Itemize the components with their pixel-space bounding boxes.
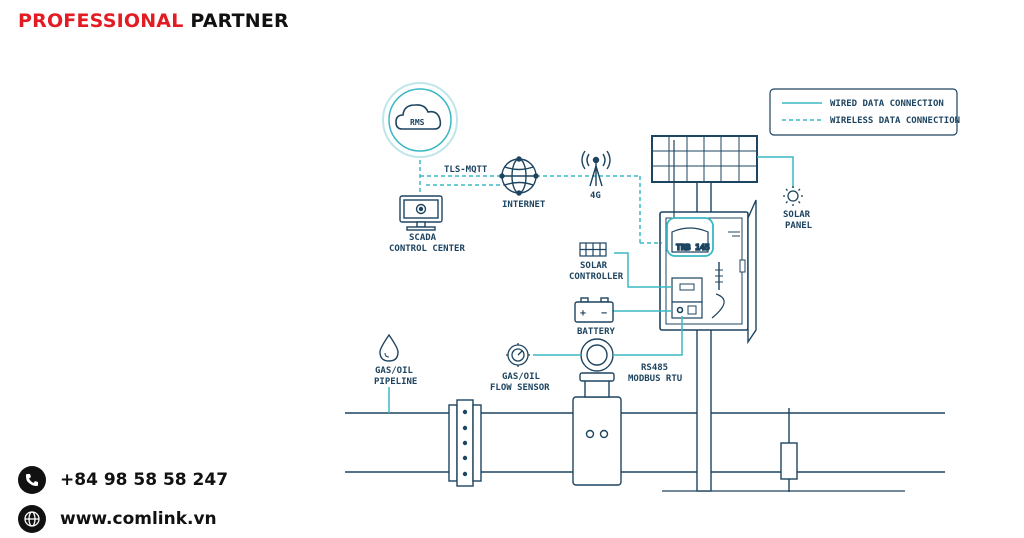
flow-meter xyxy=(572,338,622,486)
legend: WIRED DATA CONNECTION WIRELESS DATA CONN… xyxy=(769,88,960,136)
website-link[interactable]: www.comlink.vn xyxy=(60,509,217,529)
tls-label: TLS-MQTT xyxy=(444,165,488,175)
control-enclosure: TRB 145 xyxy=(659,140,757,345)
brand-title-dark: PARTNER xyxy=(190,10,289,32)
phone-icon xyxy=(18,466,46,494)
pipeline xyxy=(345,412,945,492)
legend-wireless: WIRELESS DATA CONNECTION xyxy=(830,116,960,126)
4g-label: 4G xyxy=(590,191,601,201)
solar-controller-label-1: SOLAR xyxy=(580,261,608,271)
pipe-flange xyxy=(448,399,482,487)
phone-number[interactable]: +84 98 58 58 247 xyxy=(60,470,229,490)
contact-website-row: www.comlink.vn xyxy=(18,505,217,533)
wired-connections xyxy=(388,156,794,413)
monitor-icon xyxy=(399,195,443,231)
antenna-icon xyxy=(581,150,611,187)
solar-panel-label-2: PANEL xyxy=(785,221,813,231)
solar-panel-label-1: SOLAR xyxy=(783,210,811,220)
droplet-icon xyxy=(379,333,399,362)
cloud-icon xyxy=(395,104,442,130)
internet-label: INTERNET xyxy=(502,200,546,210)
battery-plus: + xyxy=(580,308,586,319)
battery-label: BATTERY xyxy=(577,327,616,337)
solar-controller-icon xyxy=(579,242,607,257)
flow-sensor-label-2: FLOW SENSOR xyxy=(490,383,550,393)
wireless-connections xyxy=(419,160,662,244)
brand-title: PROFESSIONAL PARTNER xyxy=(18,10,289,32)
globe-icon xyxy=(18,505,46,533)
pipeline-label-1: GAS/OIL xyxy=(375,366,414,376)
rs485-label-2: MODBUS RTU xyxy=(628,374,682,384)
pipeline-label-2: PIPELINE xyxy=(374,377,417,387)
contact-phone-row: +84 98 58 58 247 xyxy=(18,466,228,494)
battery-icon xyxy=(574,297,614,323)
rms-label: RMS xyxy=(410,118,425,127)
scada-label-2: CONTROL CENTER xyxy=(389,244,465,254)
flow-sensor-label-1: GAS/OIL xyxy=(502,372,541,382)
gauge-icon xyxy=(506,343,530,367)
scada-label-1: SCADA xyxy=(409,233,437,243)
brand-title-red: PROFESSIONAL xyxy=(18,10,184,32)
rs485-label-1: RS485 xyxy=(641,363,668,373)
solar-panel-icon xyxy=(651,135,758,183)
globe-network-icon xyxy=(499,156,539,196)
rms-node: RMS xyxy=(382,82,458,158)
battery-minus: − xyxy=(601,308,607,319)
sun-icon xyxy=(783,186,803,206)
legend-wired: WIRED DATA CONNECTION xyxy=(830,99,944,109)
pipe-support xyxy=(780,408,798,492)
router-label: TRB 145 xyxy=(676,243,710,252)
solar-controller-label-2: CONTROLLER xyxy=(569,272,624,282)
